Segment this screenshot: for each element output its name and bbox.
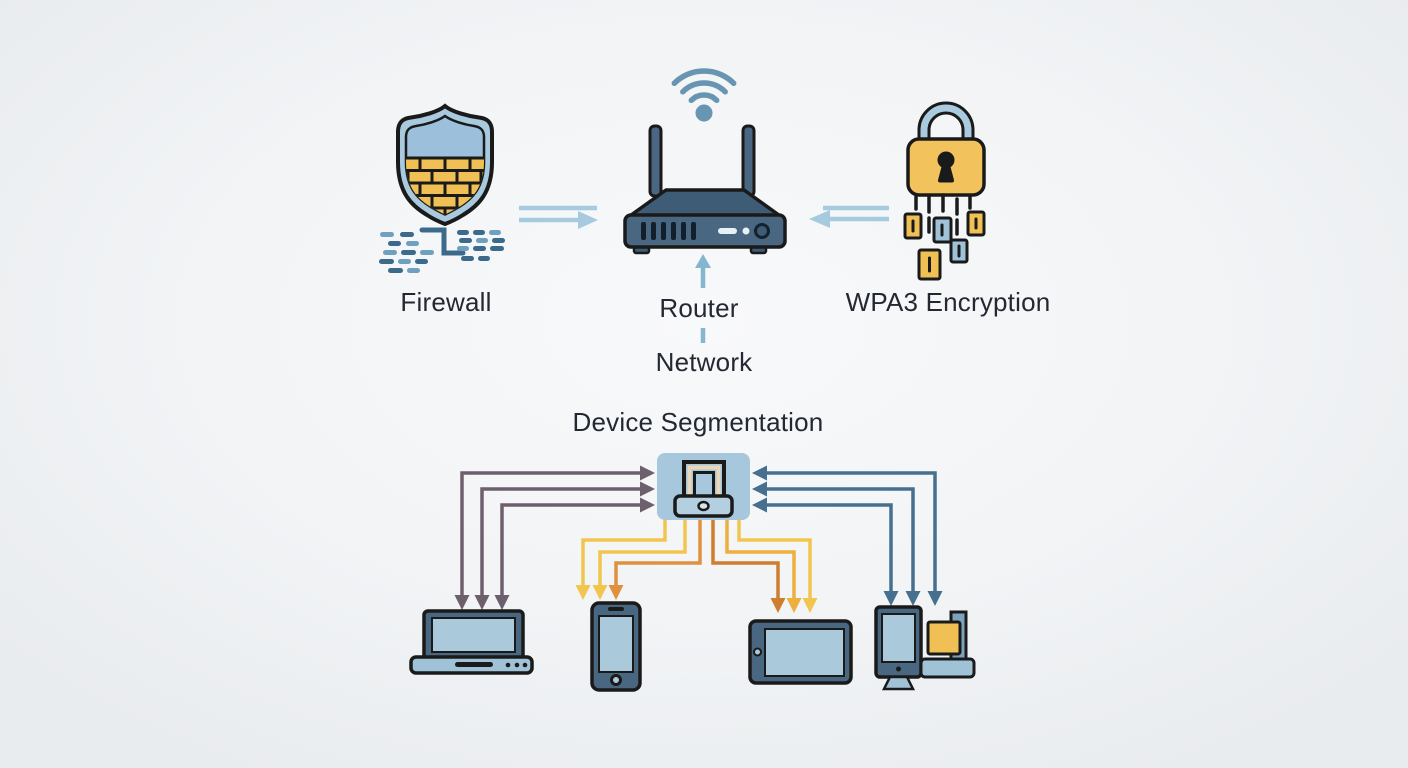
hub-tablet-arrows [711, 520, 818, 613]
encrypted-bits-icon [903, 193, 986, 281]
router-led [742, 227, 750, 235]
network-label: Network [655, 347, 753, 377]
firewall-label: Firewall [400, 287, 492, 317]
padlock-keyhole [937, 151, 955, 169]
padlock-shackle [920, 104, 972, 144]
router-vents [641, 222, 696, 240]
router-slot [718, 228, 737, 234]
firewall-to-router-arrow [519, 205, 598, 229]
tablet-icon [748, 619, 853, 685]
router-antenna-left [648, 124, 663, 198]
router-button [754, 223, 770, 239]
shield-brick-pattern [406, 156, 484, 215]
network-hub-icon [657, 453, 750, 520]
router-icon [623, 124, 787, 255]
device-segmentation-label: Device Segmentation [572, 407, 824, 437]
wpa3-encryption-label: WPA3 Encryption [845, 287, 1051, 317]
data-stream-dashes [379, 230, 505, 273]
laptop-icon [409, 609, 534, 675]
router-antenna-right [741, 124, 756, 198]
hub-monitor-arrows [752, 465, 943, 606]
smartphone-icon [590, 601, 642, 692]
hub-laptop-arrows [454, 465, 655, 610]
data-stream-connector [419, 227, 466, 256]
desktop-dock-icon [919, 610, 976, 679]
padlock-icon [906, 101, 986, 197]
router-label: Router [659, 293, 739, 323]
data-stream-icon [379, 227, 505, 273]
network-to-router-arrow [695, 254, 711, 343]
wifi-icon [671, 68, 737, 122]
hub-smartphone-arrows [575, 520, 702, 600]
monitor-icon [874, 605, 923, 691]
shield-firewall-icon [396, 103, 494, 227]
encryption-to-router-arrow [809, 205, 889, 228]
